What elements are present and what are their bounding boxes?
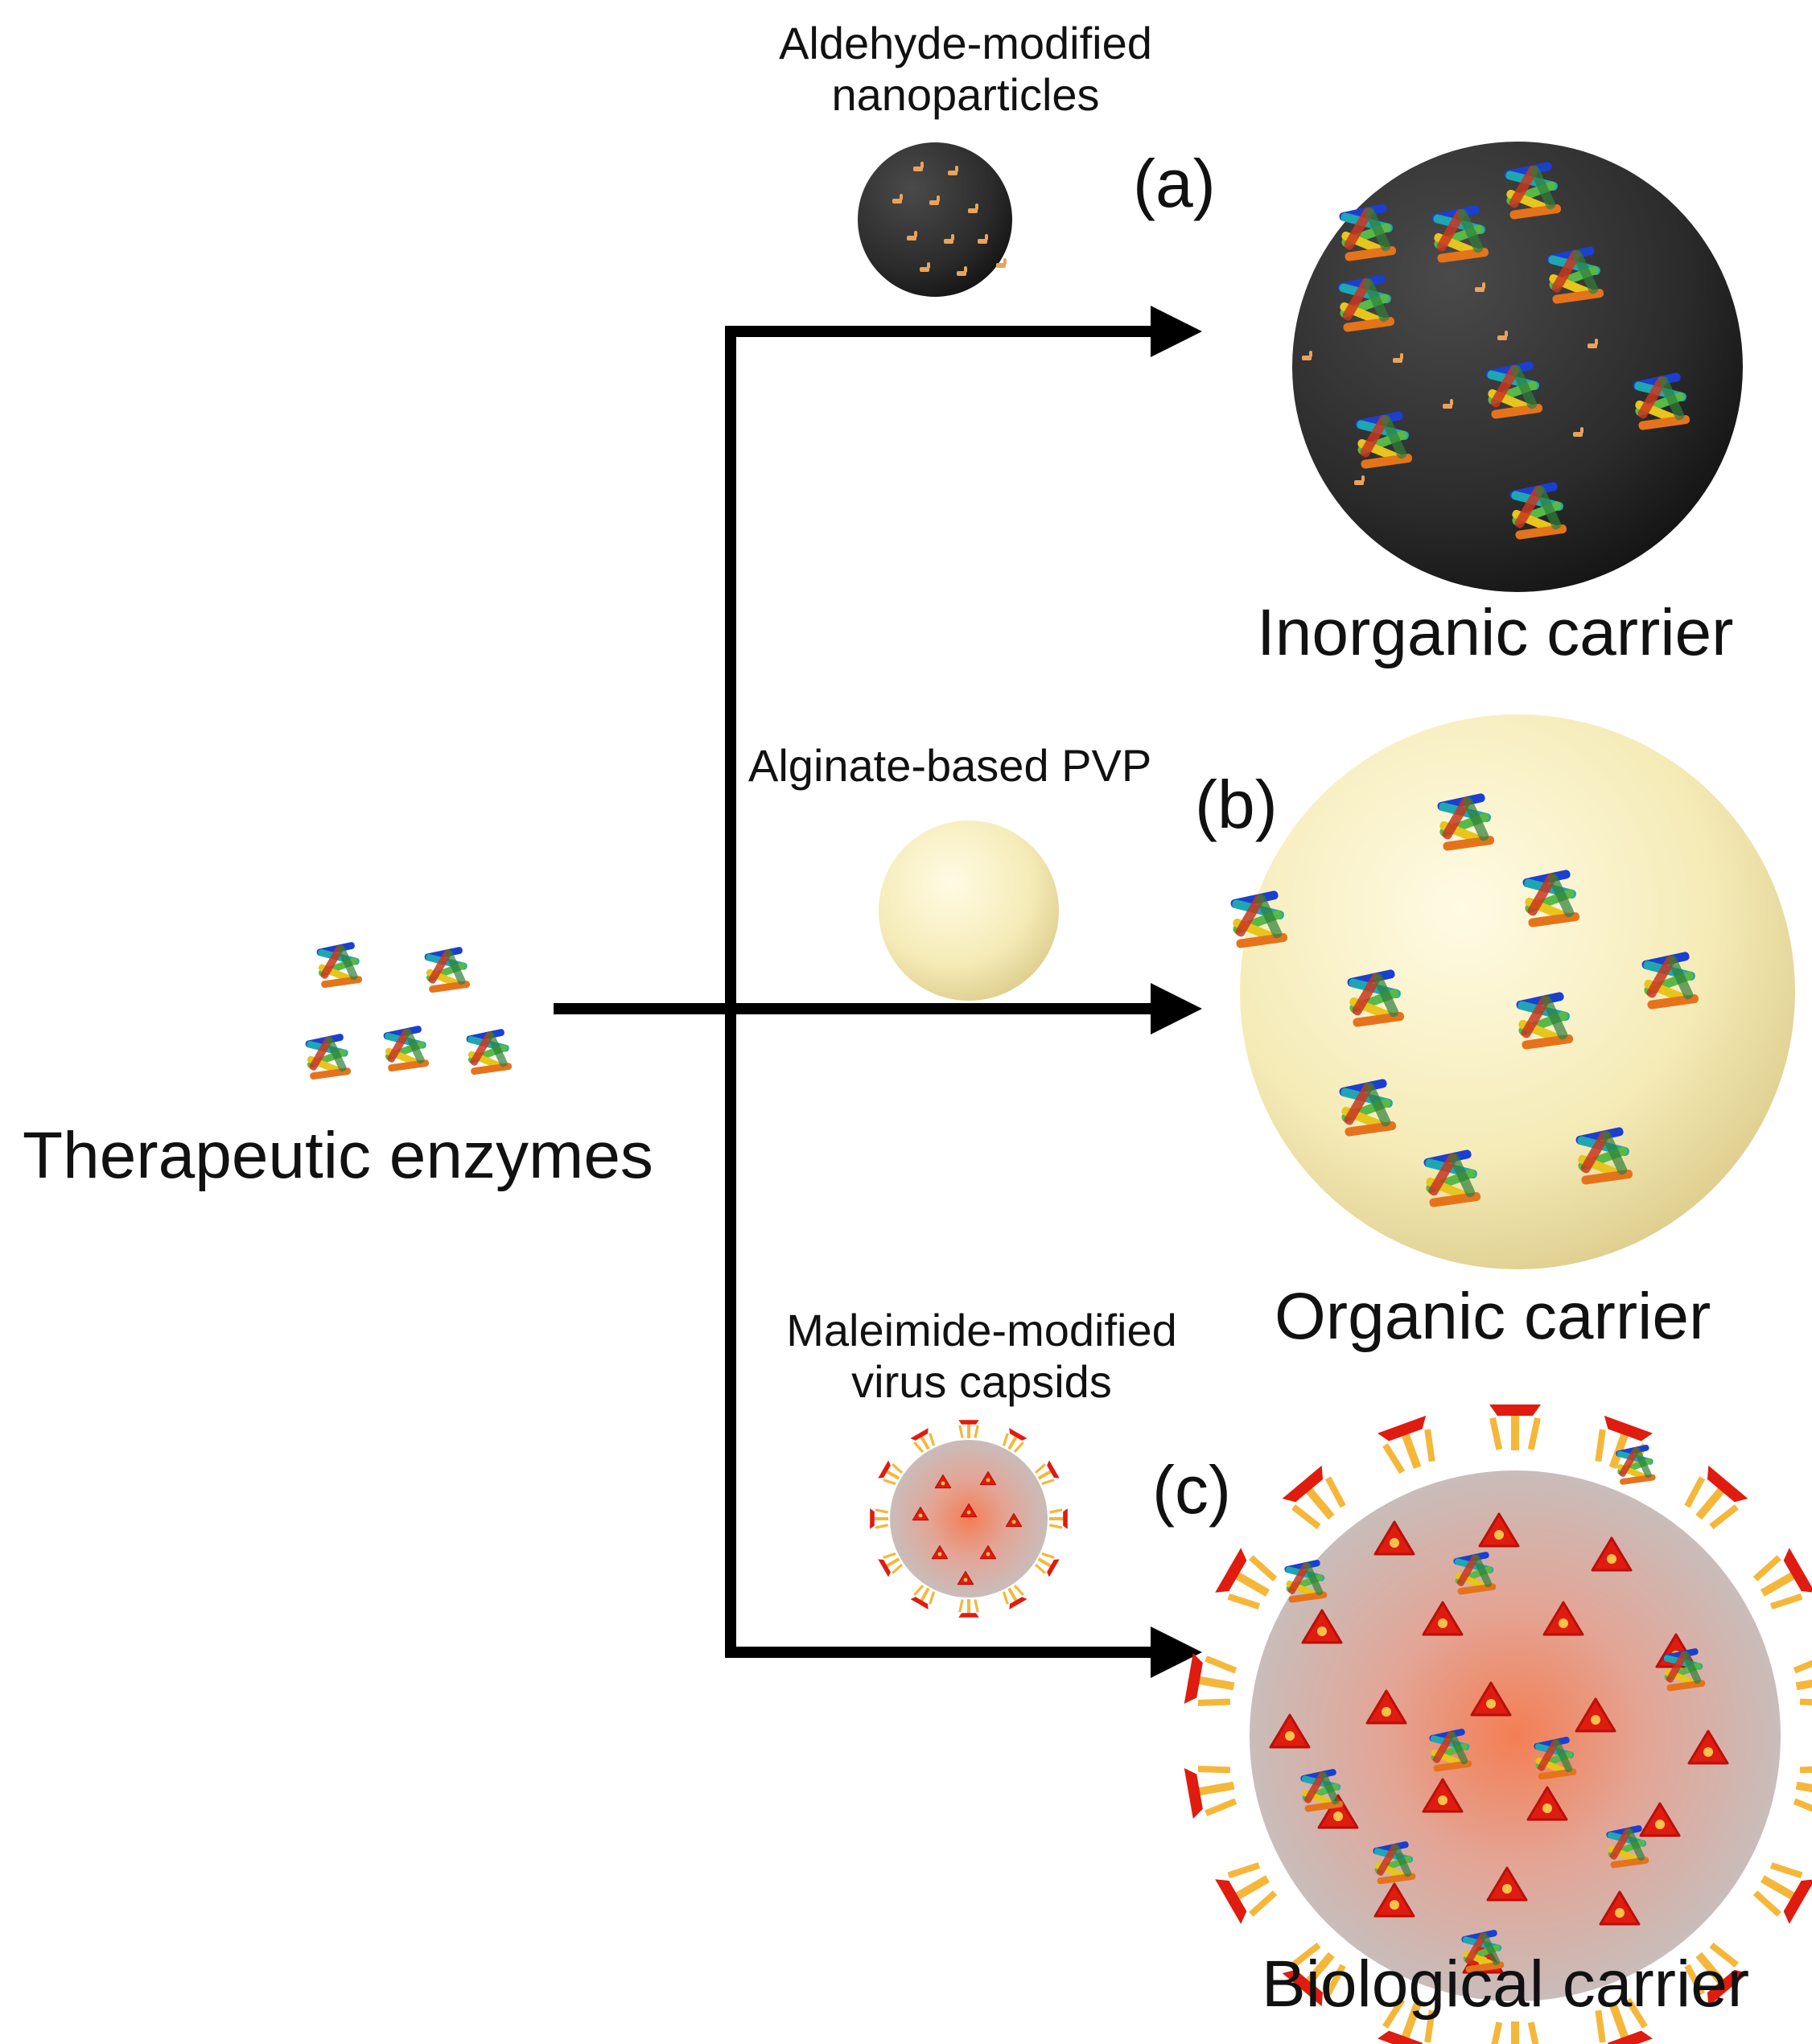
precursor-label-a-line2: nanoparticles [831, 69, 1100, 121]
panel-label-b: (b) [1195, 767, 1278, 842]
aldehyde-nanoparticle-icon [858, 142, 1012, 297]
arrowhead-a [1151, 306, 1202, 357]
virus-capsid-icon [870, 1420, 1068, 1618]
carrier-label-organic: Organic carrier [1275, 1280, 1711, 1353]
precursor-label-c: Maleimide-modified virus capsids [724, 1305, 1239, 1409]
precursor-label-c-line1: Maleimide-modified [786, 1305, 1177, 1355]
panel-label-c: (c) [1152, 1452, 1231, 1528]
arrowhead-c [1151, 1627, 1202, 1678]
arrowhead-b [1151, 983, 1202, 1034]
precursor-label-b: Alginate-based PVP [748, 740, 1152, 791]
precursor-label-a-line1: Aldehyde-modified [779, 18, 1152, 68]
enzyme-cluster-icon [304, 941, 513, 1080]
alginate-pvp-sphere-icon [879, 820, 1059, 1001]
inorganic-carrier-sphere [1292, 142, 1743, 592]
biological-carrier-sphere [1184, 1404, 1812, 2044]
panel-label-a: (a) [1133, 146, 1216, 221]
precursor-label-c-line2: virus capsids [851, 1356, 1112, 1408]
source-label-enzymes: Therapeutic enzymes [23, 1119, 653, 1192]
connector-lines [554, 326, 1159, 1658]
carrier-label-inorganic: Inorganic carrier [1257, 596, 1734, 669]
precursor-label-a: Aldehyde-modified nanoparticles [716, 18, 1215, 121]
organic-carrier-sphere [1229, 714, 1795, 1269]
carrier-label-biological: Biological carrier [1262, 1947, 1750, 2021]
